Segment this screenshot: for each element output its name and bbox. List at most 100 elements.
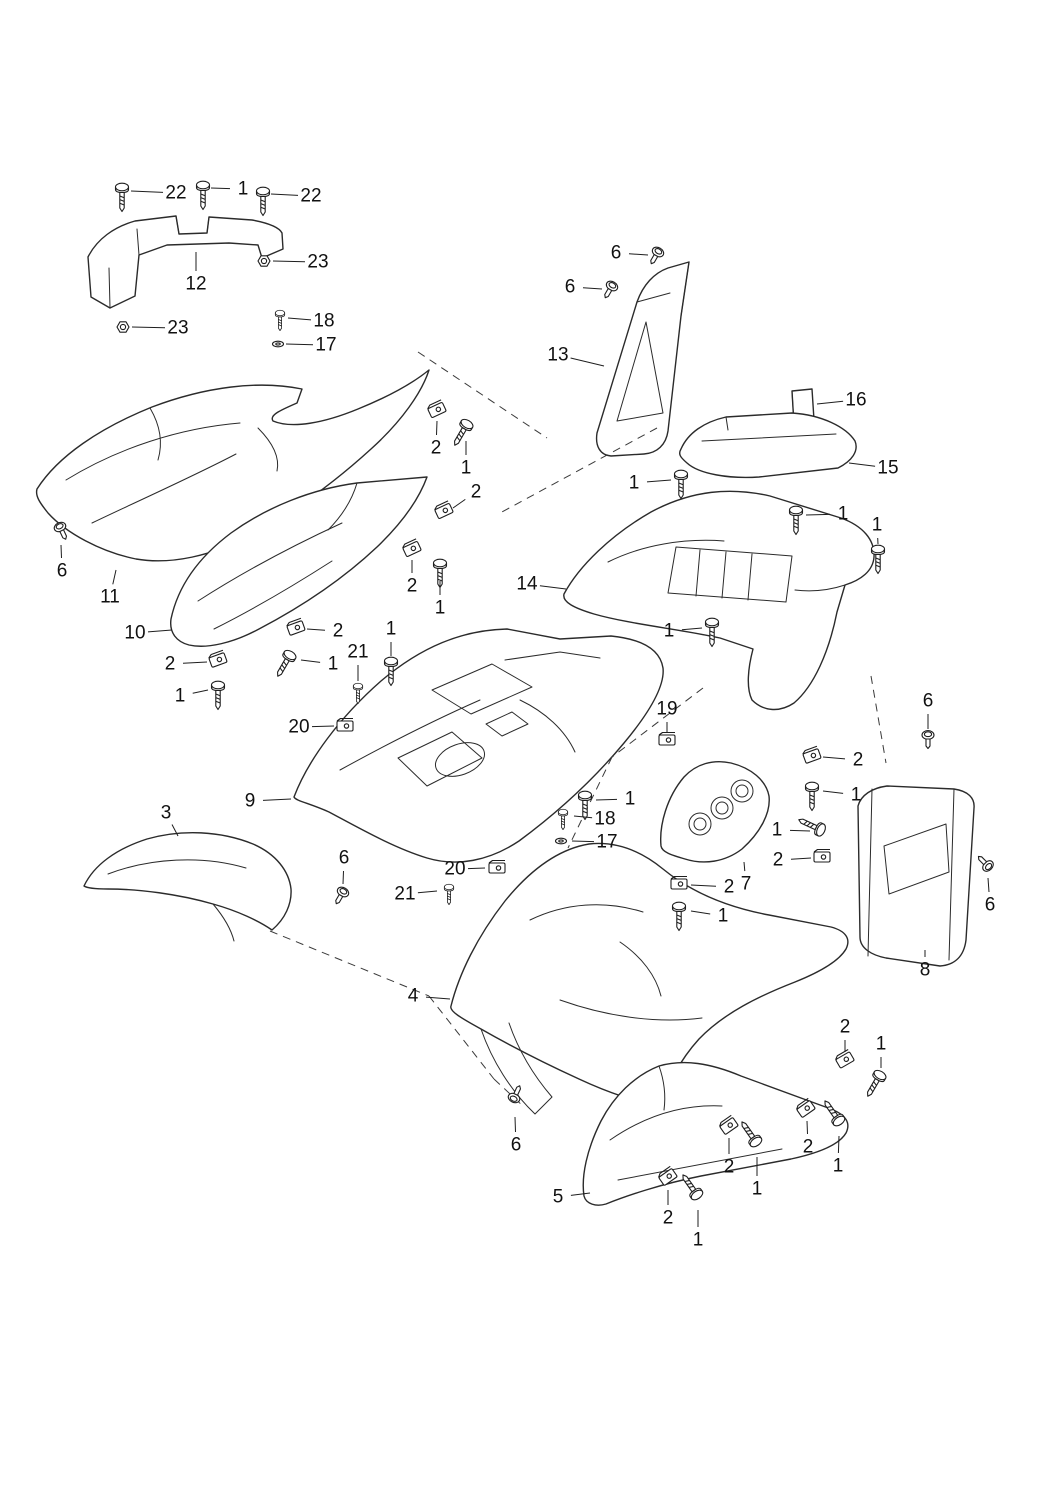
screw-icon [448, 416, 476, 450]
callout-2: 2 [407, 576, 418, 597]
clip-nut-icon [813, 848, 831, 863]
leader-line [837, 1135, 840, 1154]
construction-line [499, 427, 658, 514]
push-screw-icon [599, 278, 620, 302]
screw-icon [210, 680, 226, 711]
callout-1: 1 [328, 654, 339, 675]
callout-6: 6 [611, 243, 622, 264]
leader-line [436, 420, 438, 436]
callout-2: 2 [773, 850, 784, 871]
callout-19: 19 [656, 699, 677, 720]
callout-5: 5 [553, 1187, 564, 1208]
leader-line [806, 1120, 808, 1135]
callout-6: 6 [923, 691, 934, 712]
leader-line [425, 996, 451, 1000]
leader-line [805, 513, 831, 516]
callout-6: 6 [511, 1135, 522, 1156]
leader-line [342, 870, 344, 885]
leader-line [270, 193, 299, 196]
push-screw-icon [645, 244, 666, 268]
clip-nut-icon [207, 649, 228, 668]
clip-nut-icon [833, 1048, 855, 1069]
leader-line [147, 629, 173, 633]
construction-line [611, 687, 704, 758]
callout-2: 2 [724, 877, 735, 898]
callout-3: 3 [161, 803, 172, 824]
callout-8: 8 [920, 960, 931, 981]
callout-1: 1 [461, 458, 472, 479]
clip-nut-icon [488, 859, 506, 874]
callout-7: 7 [741, 874, 752, 895]
leader-line [539, 585, 567, 590]
clip-nut-icon [285, 617, 306, 636]
callout-1: 1 [718, 906, 729, 927]
screw-icon [861, 1067, 889, 1101]
callout-6: 6 [565, 277, 576, 298]
callout-22: 22 [300, 186, 321, 207]
callout-20: 20 [444, 859, 465, 880]
part-13-drawing [595, 261, 690, 457]
part-11-drawing [35, 369, 430, 562]
leader-line [182, 661, 208, 664]
push-screw-icon [921, 730, 935, 750]
parts-layer [35, 215, 975, 1206]
leader-line [570, 357, 605, 367]
callout-2: 2 [333, 621, 344, 642]
callout-2: 2 [165, 654, 176, 675]
leader-line [60, 544, 62, 559]
callout-2: 2 [663, 1208, 674, 1229]
callout-2: 2 [471, 482, 482, 503]
small-screw-icon [443, 883, 455, 906]
callout-23: 23 [307, 252, 328, 273]
construction-line [493, 1078, 525, 1108]
clip-nut-icon [433, 500, 454, 520]
callout-23: 23 [167, 318, 188, 339]
leader-line [300, 659, 321, 663]
clip-nut-icon [658, 731, 676, 746]
leader-line [570, 1192, 591, 1196]
leader-line [987, 877, 990, 893]
leader-line [452, 498, 466, 509]
clip-nut-icon [426, 399, 447, 419]
screw-icon [271, 647, 299, 681]
part-4-drawing [450, 842, 849, 1115]
leader-line [573, 815, 593, 819]
leader-line [262, 798, 292, 801]
callout-20: 20 [288, 717, 309, 738]
callout-1: 1 [833, 1156, 844, 1177]
part-10-drawing [170, 476, 428, 647]
callout-21: 21 [394, 884, 415, 905]
callout-2: 2 [840, 1017, 851, 1038]
leader-line [789, 829, 811, 832]
clip-nut-icon [401, 538, 422, 558]
callout-15: 15 [877, 458, 898, 479]
screw-icon [673, 469, 689, 500]
construction-line [428, 995, 495, 1080]
clip-nut-icon [801, 745, 822, 764]
callout-22: 22 [165, 183, 186, 204]
leader-line [112, 569, 117, 585]
callout-2: 2 [803, 1137, 814, 1158]
leader-line [210, 187, 231, 190]
screw-icon [804, 781, 820, 812]
callout-12: 12 [185, 274, 206, 295]
callout-14: 14 [516, 574, 538, 595]
leader-line [306, 628, 326, 631]
leader-line [287, 317, 312, 321]
screw-icon [577, 790, 593, 821]
callout-1: 1 [838, 504, 849, 525]
leader-line [130, 190, 164, 193]
part-7-drawing [660, 760, 770, 863]
callout-2: 2 [724, 1157, 735, 1178]
callout-1: 1 [872, 515, 883, 536]
callout-2: 2 [431, 438, 442, 459]
leader-lines-layer [60, 187, 990, 1227]
leader-line [822, 790, 844, 794]
callout-1: 1 [752, 1179, 763, 1200]
callout-18: 18 [594, 809, 615, 830]
callout-1: 1 [693, 1230, 704, 1251]
leader-line [417, 890, 438, 894]
callout-6: 6 [339, 848, 350, 869]
leader-line [848, 462, 876, 467]
